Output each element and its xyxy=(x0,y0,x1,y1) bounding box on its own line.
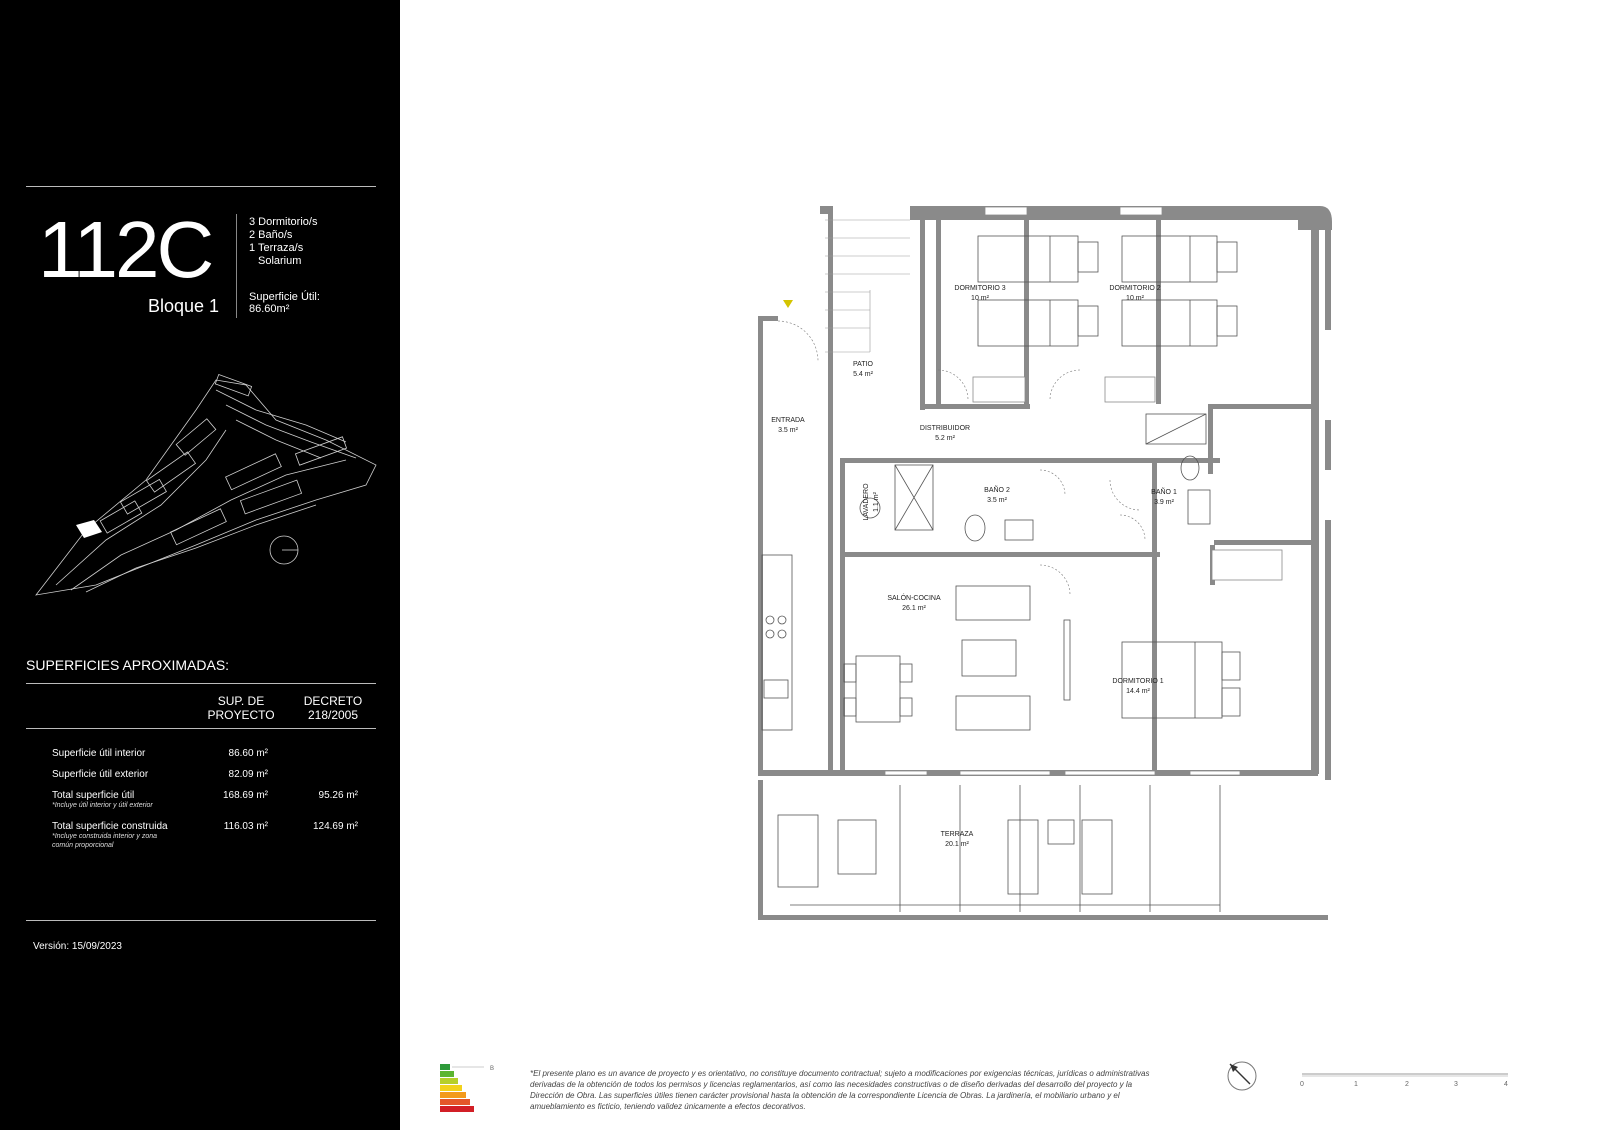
door-swings xyxy=(777,320,1146,596)
room-area: 5.4 m² xyxy=(853,371,874,378)
version-label: Versión: 15/09/2023 xyxy=(33,941,122,952)
divider xyxy=(236,214,237,318)
entrance-marker xyxy=(783,300,793,308)
column-header-decree: DECRETO 218/2005 xyxy=(288,694,378,722)
divider xyxy=(26,920,376,921)
room-area: 10 m² xyxy=(971,295,990,302)
room-name: ENTRADA xyxy=(771,417,805,424)
row-note: *Incluye construida interior y zona xyxy=(52,833,158,840)
room-name: TERRAZA xyxy=(941,831,974,838)
room-name: DORMITORIO 3 xyxy=(954,285,1005,292)
useful-area-value: 86.60m² xyxy=(249,303,290,315)
info-sidebar: 112C Bloque 1 3 Dormitorio/s 2 Baño/s 1 … xyxy=(0,0,400,1130)
column-header-line: DECRETO xyxy=(303,694,363,708)
row-project-value: 86.60 m² xyxy=(228,748,268,759)
divider xyxy=(26,728,376,729)
disclaimer-text: *El presente plano es un avance de proye… xyxy=(530,1069,1150,1111)
row-note: *Incluye útil interior y útil exterior xyxy=(52,802,153,809)
column-header-line: SUP. DE xyxy=(217,694,265,708)
energy-rating-icon: B xyxy=(440,1064,494,1112)
energy-label: B xyxy=(490,1066,494,1072)
row-label: Superficie útil exterior xyxy=(52,769,149,780)
scale-bar: 0 1 2 3 4 xyxy=(1300,1073,1508,1088)
scale-tick: 4 xyxy=(1504,1081,1508,1088)
spec-bathrooms: 2 Baño/s xyxy=(249,229,293,241)
scale-tick: 2 xyxy=(1405,1081,1409,1088)
room-area: 1.1 m² xyxy=(873,491,880,512)
floor-plan: PATIO 5.4 m² DORMITORIO 3 10 m² DORMITOR… xyxy=(758,206,1332,920)
block-label: Bloque 1 xyxy=(148,296,220,316)
row-project-value: 82.09 m² xyxy=(228,769,268,780)
north-arrow-icon xyxy=(1227,1061,1257,1091)
room-area: 3.5 m² xyxy=(987,497,1008,504)
divider xyxy=(26,186,376,187)
building-location-drawing xyxy=(35,373,377,596)
scale-tick: 0 xyxy=(1300,1081,1304,1088)
room-name: BAÑO 2 xyxy=(984,485,1010,494)
room-name: SALÓN-COCINA xyxy=(887,593,941,602)
scale-tick: 3 xyxy=(1454,1081,1458,1088)
row-label: Total superficie útil xyxy=(52,790,135,801)
column-header-line: 218/2005 xyxy=(307,708,359,722)
row-label: Total superficie construida xyxy=(52,821,168,832)
room-area: 10 m² xyxy=(1126,295,1145,302)
areas-title: SUPERFICIES APROXIMADAS: xyxy=(26,657,230,673)
room-name: DISTRIBUIDOR xyxy=(920,425,970,432)
room-name: BAÑO 1 xyxy=(1151,487,1177,496)
spec-solarium: Solarium xyxy=(258,255,302,267)
room-area: 14.4 m² xyxy=(1126,688,1150,695)
row-note: común proporcional xyxy=(52,842,114,849)
room-name: DORMITORIO 2 xyxy=(1109,285,1160,292)
room-name: DORMITORIO 1 xyxy=(1112,678,1163,685)
spec-bedrooms: 3 Dormitorio/s xyxy=(249,216,318,228)
room-area: 5.2 m² xyxy=(935,435,956,442)
row-label: Superficie útil interior xyxy=(52,748,146,759)
unit-code: 112C xyxy=(38,205,214,294)
room-area: 3.5 m² xyxy=(778,427,799,434)
scale-tick: 1 xyxy=(1354,1081,1358,1088)
column-header-project: SUP. DE PROYECTO xyxy=(196,694,286,722)
stairs xyxy=(825,219,910,353)
room-name: LAVADERO xyxy=(863,483,870,521)
row-project-value: 116.03 m² xyxy=(223,821,268,832)
row-decree-value: 124.69 m² xyxy=(312,821,358,832)
column-header-line: PROYECTO xyxy=(207,708,275,722)
unit-location-marker xyxy=(76,520,102,538)
room-area: 3.9 m² xyxy=(1154,499,1175,506)
row-project-value: 168.69 m² xyxy=(222,790,268,801)
divider xyxy=(26,683,376,684)
row-decree-value: 95.26 m² xyxy=(318,790,358,801)
room-name: PATIO xyxy=(853,361,874,368)
room-area: 26.1 m² xyxy=(902,605,926,612)
spec-terraces: 1 Terraza/s xyxy=(249,242,304,254)
useful-area-label: Superficie Útil: xyxy=(249,291,320,303)
room-area: 20.1 m² xyxy=(945,841,969,848)
furniture xyxy=(761,235,1241,912)
